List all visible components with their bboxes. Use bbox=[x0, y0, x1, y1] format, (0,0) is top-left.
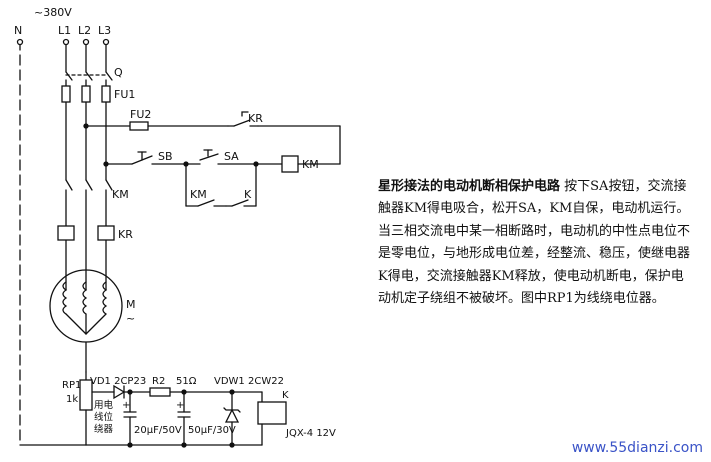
label-sa: SA bbox=[224, 150, 239, 163]
diode-vd1 bbox=[113, 384, 126, 400]
label-c2-plus: + bbox=[176, 400, 184, 411]
terminal-l2 bbox=[82, 38, 90, 46]
label-vd1: VD1 2CP23 bbox=[90, 376, 146, 387]
button-sb bbox=[131, 151, 153, 165]
label-c1: 20μF/50V bbox=[134, 425, 182, 436]
label-pot-note-2: 线位 bbox=[94, 411, 114, 423]
label-rp1-value: 1k bbox=[66, 394, 78, 405]
label-kr-top: KR bbox=[248, 112, 263, 125]
label-q: Q bbox=[114, 66, 123, 79]
label-km-coil: KM bbox=[302, 158, 319, 171]
description-paragraph: 星形接法的电动机断相保护电路 按下SA按钮，交流接触器KM得电吸合，松开SA，K… bbox=[378, 176, 696, 310]
kr-nc-contact bbox=[227, 111, 259, 127]
fuse-fu2 bbox=[129, 121, 149, 131]
label-c2: 50μF/30V bbox=[188, 425, 236, 436]
switch-q bbox=[65, 71, 113, 81]
label-motor: M bbox=[126, 298, 136, 311]
description-title: 星形接法的电动机断相保护电路 bbox=[378, 179, 561, 194]
description-body: 按下SA按钮，交流接触器KM得电吸合，松开SA，KM自保，电动机运行。当三相交流… bbox=[378, 179, 691, 307]
capacitor-c2 bbox=[177, 391, 191, 446]
label-km-aux: KM bbox=[190, 188, 207, 201]
label-r2-value: 51Ω bbox=[176, 376, 197, 387]
label-vdw1: VDW1 2CW22 bbox=[214, 376, 284, 387]
terminal-label-l3: L3 bbox=[98, 24, 111, 37]
label-pot-note-1: 用电 bbox=[94, 399, 114, 411]
relay-k-coil bbox=[257, 401, 287, 425]
terminal-l3 bbox=[102, 38, 110, 46]
button-sa bbox=[185, 149, 257, 165]
label-sb: SB bbox=[158, 150, 173, 163]
description-block: 星形接法的电动机断相保护电路 按下SA按钮，交流接触器KM得电吸合，松开SA，K… bbox=[378, 176, 696, 310]
km-main-contacts bbox=[65, 179, 113, 191]
terminal-label-n: N bbox=[14, 24, 22, 37]
label-k-coil: K bbox=[282, 390, 289, 401]
terminal-label-l1: L1 bbox=[58, 24, 71, 37]
label-km-main: KM bbox=[112, 188, 129, 201]
fuse-fu1 bbox=[61, 85, 111, 103]
resistor-r2 bbox=[149, 387, 171, 397]
zener-vdw1 bbox=[223, 391, 241, 446]
label-relay-model: JQX-4 12V bbox=[285, 428, 336, 439]
supply-label: ~380V bbox=[34, 6, 72, 19]
label-fu2: FU2 bbox=[130, 108, 151, 121]
terminal-l1 bbox=[62, 38, 70, 46]
label-c1-plus: + bbox=[122, 400, 130, 411]
terminal-n bbox=[16, 38, 24, 46]
coil-km bbox=[281, 155, 299, 173]
capacitor-c1 bbox=[123, 391, 137, 446]
km-aux-contact bbox=[185, 199, 215, 207]
thermal-relay-kr bbox=[57, 225, 115, 241]
label-kr-thermal: KR bbox=[118, 228, 133, 241]
label-fu1: FU1 bbox=[114, 88, 135, 101]
terminal-label-l2: L2 bbox=[78, 24, 91, 37]
label-motor-ac: ~ bbox=[126, 312, 135, 325]
watermark: www.55dianzi.com bbox=[571, 440, 703, 456]
label-pot-note-3: 绕器 bbox=[94, 423, 114, 435]
k-nc-contact bbox=[225, 199, 257, 207]
label-k-contact: K bbox=[244, 188, 252, 201]
label-rp1: RP1 bbox=[62, 380, 81, 391]
label-r2: R2 bbox=[152, 376, 165, 387]
